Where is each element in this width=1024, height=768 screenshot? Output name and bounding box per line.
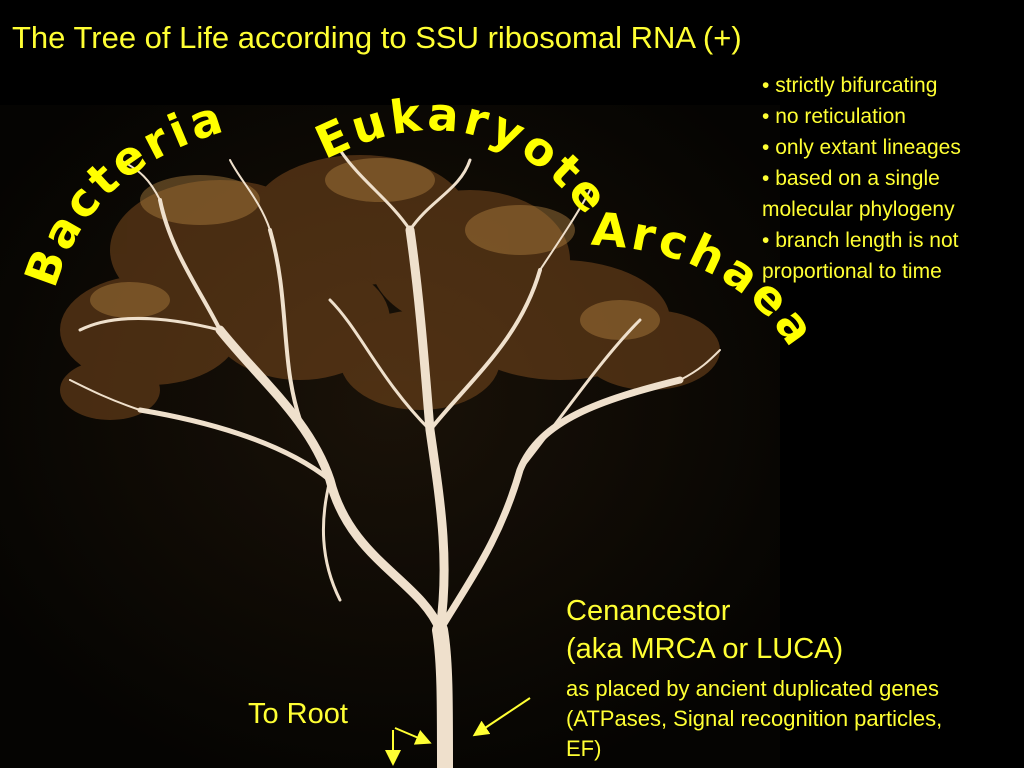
bullet-item: only extant lineages bbox=[762, 132, 1017, 163]
tree-branches bbox=[69, 148, 721, 768]
tree-foliage-speckle bbox=[90, 158, 660, 340]
bullet-item: no reticulation bbox=[762, 101, 1017, 132]
cenancestor-aka: (aka MRCA or LUCA) bbox=[566, 633, 844, 665]
slide-title: The Tree of Life according to SSU riboso… bbox=[12, 20, 742, 55]
cenancestor-name: Cenancestor bbox=[566, 595, 731, 627]
bullet-item: based on a single molecular phylogeny bbox=[762, 163, 1017, 225]
cenancestor-description: as placed by ancient duplicated genes (A… bbox=[566, 676, 943, 761]
bullet-item: strictly bifurcating bbox=[762, 70, 1017, 101]
cenancestor-title: Cenancestor (aka MRCA or LUCA) bbox=[566, 592, 843, 668]
tree-photo bbox=[0, 105, 780, 768]
bullet-list: strictly bifurcating no reticulation onl… bbox=[762, 70, 1017, 287]
bullet-item: branch length is not proportional to tim… bbox=[762, 225, 1017, 287]
to-root-label: To Root bbox=[248, 698, 348, 730]
